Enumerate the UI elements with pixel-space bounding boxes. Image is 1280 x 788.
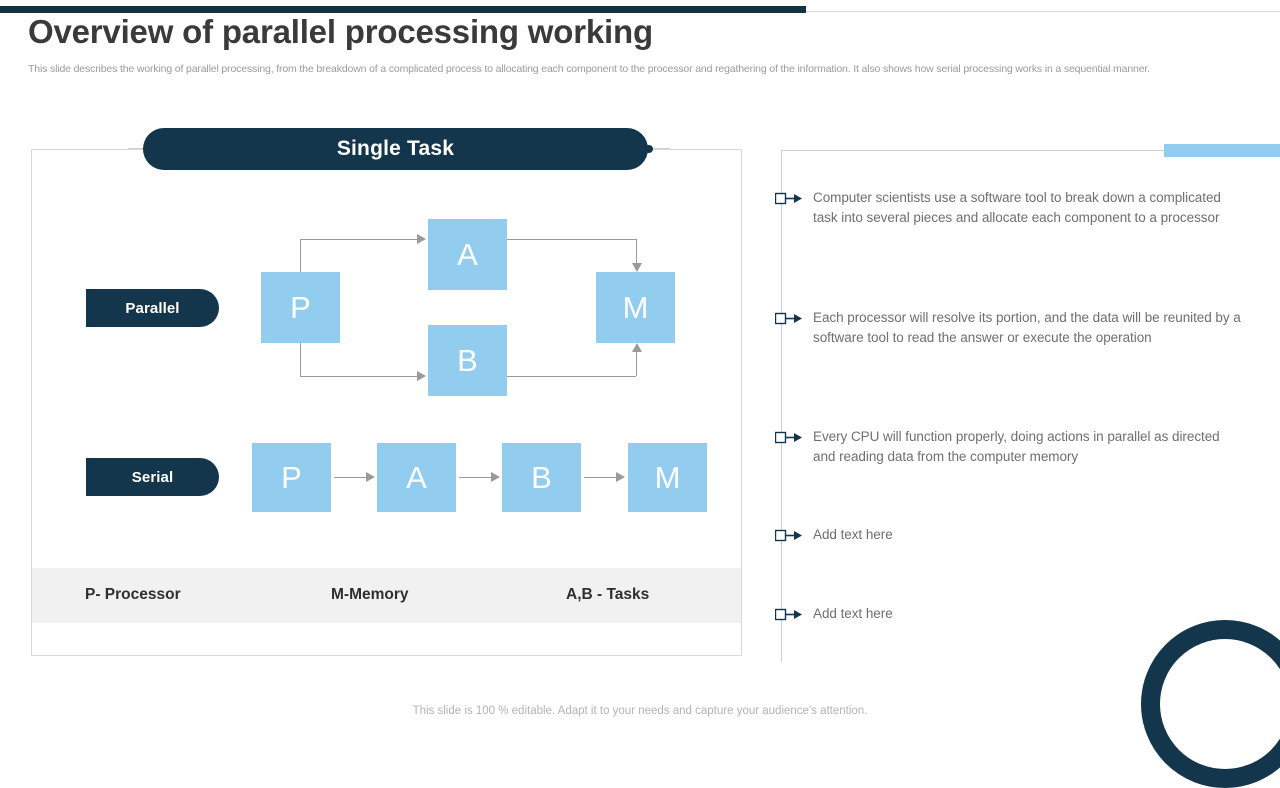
pill-tick-left xyxy=(128,148,148,149)
legend-band xyxy=(32,568,741,623)
row-label-parallel[interactable]: Parallel xyxy=(86,289,219,327)
decorative-ring xyxy=(1141,620,1280,788)
node-parallel-processor[interactable]: P xyxy=(261,272,340,343)
legend-item-tasks: A,B - Tasks xyxy=(566,586,650,603)
connector-a-to-m-vertical xyxy=(636,239,637,264)
arrow-into-m-bottom-icon xyxy=(632,343,642,352)
list-item[interactable]: Add text here xyxy=(774,525,1245,545)
pill-dot-left-icon xyxy=(143,145,151,153)
top-accent-bar xyxy=(0,6,806,13)
page-title: Overview of parallel processing working xyxy=(28,13,653,50)
arrow-into-a-icon xyxy=(417,234,426,244)
bullet-rail xyxy=(781,150,782,662)
connector-p-to-b-vertical xyxy=(300,342,301,376)
arrow-serial-3-icon xyxy=(616,472,625,482)
node-serial-processor[interactable]: P xyxy=(252,443,331,512)
connector-b-to-m-horizontal xyxy=(507,376,636,377)
node-parallel-task-a[interactable]: A xyxy=(428,219,507,290)
node-serial-task-a-label: A xyxy=(406,460,427,495)
node-serial-task-b[interactable]: B xyxy=(502,443,581,512)
node-parallel-processor-label: P xyxy=(290,290,311,325)
bullet-rail-top-connector xyxy=(781,150,1165,151)
node-serial-task-b-label: B xyxy=(531,460,552,495)
connector-a-to-m-horizontal xyxy=(507,239,636,240)
node-serial-task-a[interactable]: A xyxy=(377,443,456,512)
node-serial-memory[interactable]: M xyxy=(628,443,707,512)
node-serial-memory-label: M xyxy=(654,460,681,495)
row-label-parallel-text: Parallel xyxy=(125,299,180,317)
node-parallel-memory-label: M xyxy=(622,290,649,325)
list-item-text: Add text here xyxy=(813,527,893,542)
list-item[interactable]: Every CPU will function properly, doing … xyxy=(774,427,1245,466)
list-item[interactable]: Add text here xyxy=(774,604,1245,624)
row-label-serial[interactable]: Serial xyxy=(86,458,219,496)
list-item-text: Every CPU will function properly, doing … xyxy=(813,429,1220,464)
square-arrow-icon xyxy=(774,192,803,205)
arrow-into-b-icon xyxy=(417,371,426,381)
connector-p-to-a-vertical xyxy=(300,239,301,273)
node-parallel-task-b[interactable]: B xyxy=(428,325,507,396)
list-item[interactable]: Computer scientists use a software tool … xyxy=(774,188,1245,227)
list-item-text: Computer scientists use a software tool … xyxy=(813,190,1221,225)
single-task-badge[interactable]: Single Task xyxy=(143,128,648,170)
pill-dot-right-icon xyxy=(645,145,653,153)
list-item[interactable]: Each processor will resolve its portion,… xyxy=(774,308,1245,347)
list-item-text: Each processor will resolve its portion,… xyxy=(813,310,1241,345)
square-arrow-icon xyxy=(774,608,803,621)
legend-item-memory: M-Memory xyxy=(331,586,409,603)
top-right-accent-bar xyxy=(1164,144,1280,157)
arrow-serial-2-icon xyxy=(491,472,500,482)
connector-b-to-m-vertical xyxy=(636,352,637,376)
footer-note: This slide is 100 % editable. Adapt it t… xyxy=(412,705,868,717)
node-serial-processor-label: P xyxy=(281,460,302,495)
node-parallel-task-a-label: A xyxy=(457,237,478,272)
connector-serial-3 xyxy=(584,477,619,478)
page-subtitle: This slide describes the working of para… xyxy=(28,63,1150,75)
connector-p-to-a-horizontal xyxy=(300,239,418,240)
connector-serial-1 xyxy=(334,477,369,478)
arrow-serial-1-icon xyxy=(366,472,375,482)
node-parallel-memory[interactable]: M xyxy=(596,272,675,343)
connector-p-to-b-horizontal xyxy=(300,376,418,377)
pill-tick-right xyxy=(650,148,670,149)
list-item-text: Add text here xyxy=(813,606,893,621)
connector-serial-2 xyxy=(459,477,494,478)
node-parallel-task-b-label: B xyxy=(457,343,478,378)
row-label-serial-text: Serial xyxy=(131,468,174,486)
single-task-label: Single Task xyxy=(336,137,455,160)
square-arrow-icon xyxy=(774,312,803,325)
arrow-into-m-top-icon xyxy=(632,263,642,272)
square-arrow-icon xyxy=(774,529,803,542)
square-arrow-icon xyxy=(774,431,803,444)
legend-item-processor: P- Processor xyxy=(85,586,181,603)
